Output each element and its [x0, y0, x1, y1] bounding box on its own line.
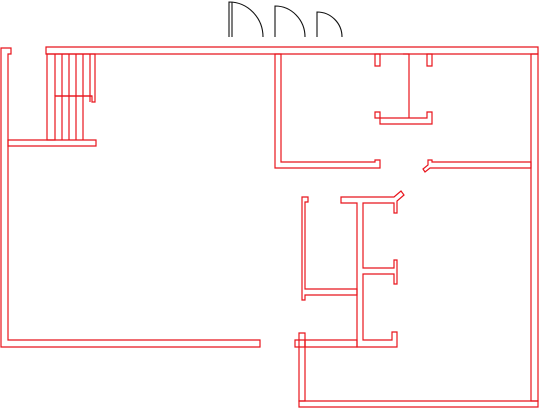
staircase	[7, 53, 97, 147]
upper-room-left-wall	[274, 53, 381, 169]
lower-room-left-wall	[301, 196, 358, 301]
door-swing-icon	[274, 5, 306, 38]
upper-right-rooms	[274, 53, 532, 173]
upper-room-right-bottom-wall	[422, 159, 532, 173]
closet-divider-wall	[374, 53, 433, 125]
door-swing-icon	[228, 1, 264, 38]
right-exterior-wall	[530, 53, 539, 402]
bathroom-bottom-wall	[304, 339, 358, 348]
top-exterior-wall	[45, 46, 539, 55]
exterior-walls	[0, 46, 539, 408]
door-swing-icon	[316, 11, 343, 38]
stair-landing-wall	[7, 139, 97, 147]
corridor-top-wall	[340, 190, 405, 348]
door-symbols-legend	[228, 1, 343, 38]
closet-right-stub	[426, 53, 433, 67]
closet-left-stub	[374, 53, 381, 67]
staircase-outline	[46, 53, 96, 141]
left-bottom-exterior-wall	[298, 332, 306, 402]
exterior-wall-outer	[0, 47, 261, 348]
lower-right-rooms	[301, 190, 405, 348]
bottom-exterior-wall	[298, 400, 539, 408]
wall-stub-left	[294, 339, 306, 348]
